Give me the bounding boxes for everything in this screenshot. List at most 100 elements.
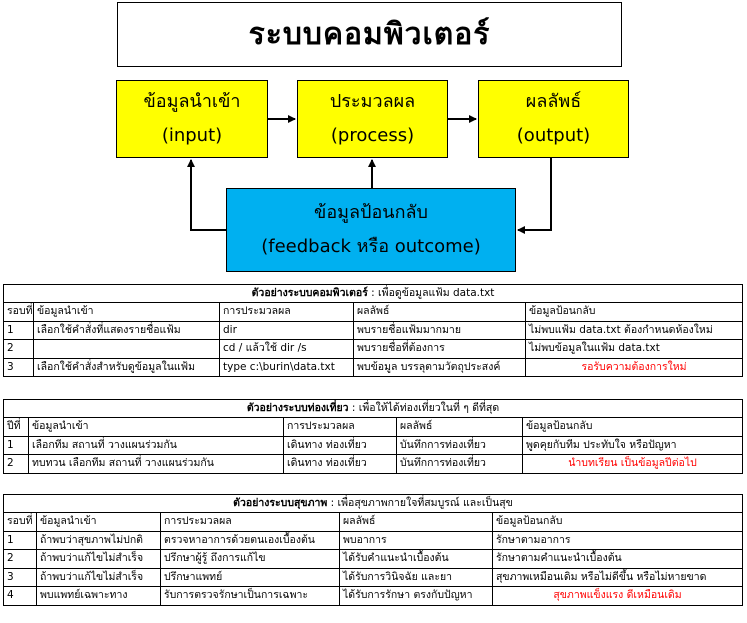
table-cell: ถ้าพบว่าแก้ไขไม่สำเร็จ	[36, 567, 161, 587]
table-caption-rest: : เพื่อดูข้อมูลแฟ้ม data.txt	[367, 287, 495, 299]
column-header: รอบที่	[3, 512, 37, 532]
table-cell: 3	[3, 357, 34, 377]
table-caption-bold: ตัวอย่างระบบคอมพิวเตอร์	[251, 287, 368, 299]
output-label: ผลลัพธ์	[525, 91, 582, 112]
table-cell: ไม่พบข้อมูลในแฟ้ม data.txt	[524, 339, 744, 359]
table-cell: ตรวจหาอาการด้วยตนเองเบื้องต้น	[160, 530, 340, 550]
column-header: ผลลัพธ์	[353, 302, 526, 322]
health-system-example-table: ตัวอย่างระบบสุขภาพ : เพื่อสุขภาพกายใจที่…	[2, 494, 744, 606]
table-cell: ทบทวน เลือกทีม สถานที่ วางแผนร่วมกัน	[28, 454, 284, 474]
table-header-row: ปีที่ข้อมูลนำเข้าการประมวลผลผลลัพธ์ข้อมู…	[3, 417, 744, 437]
table-caption-bold: ตัวอย่างระบบท่องเที่ยว	[246, 402, 349, 414]
table-cell: พบรายชื่อแฟ้มมากมาย	[353, 320, 526, 340]
table-caption: ตัวอย่างระบบสุขภาพ : เพื่อสุขภาพกายใจที่…	[2, 494, 744, 513]
table-caption-bold: ตัวอย่างระบบสุขภาพ	[233, 497, 328, 509]
table-cell: รับการตรวจรักษาเป็นการเฉพาะ	[160, 586, 340, 606]
table-cell: สุขภาพเหมือนเดิม หรือไม่ดีขึ้น หรือไม่หา…	[491, 567, 744, 587]
column-header: ข้อมูลป้อนกลับ	[491, 512, 744, 532]
table-cell: บันทึกการท่องเที่ยว	[396, 435, 523, 455]
travel-system-example-table: ตัวอย่างระบบท่องเที่ยว : เพื่อให้ได้ท่อง…	[2, 399, 744, 474]
output-box: ผลลัพธ์ (output)	[478, 80, 629, 158]
table-cell: บันทึกการท่องเที่ยว	[396, 454, 523, 474]
column-header: ข้อมูลป้อนกลับ	[521, 417, 744, 437]
table-header-row: รอบที่ข้อมูลนำเข้าการประมวลผลผลลัพธ์ข้อม…	[3, 512, 744, 532]
column-header: ข้อมูลนำเข้า	[33, 302, 220, 322]
table-cell: 1	[3, 530, 37, 550]
column-header: การประมวลผล	[219, 302, 354, 322]
table-cell: พบรายชื่อที่ต้องการ	[353, 339, 526, 359]
table-cell: รักษาตามอาการ	[491, 530, 744, 550]
table-cell: พบข้อมูล บรรลุตามวัตถุประสงค์	[353, 357, 526, 377]
table-cell: รักษาตามคำแนะนำเบื้องต้น	[491, 549, 744, 569]
table-cell: พบอาการ	[339, 530, 493, 550]
table-caption: ตัวอย่างระบบท่องเที่ยว : เพื่อให้ได้ท่อง…	[2, 399, 744, 418]
column-header: ผลลัพธ์	[396, 417, 523, 437]
table-cell: เลือกทีม สถานที่ วางแผนร่วมกัน	[28, 435, 284, 455]
column-header: ข้อมูลนำเข้า	[36, 512, 161, 532]
table-caption: ตัวอย่างระบบคอมพิวเตอร์ : เพื่อดูข้อมูลแ…	[2, 284, 744, 303]
table-cell: 2	[3, 339, 34, 359]
flow-arrows	[187, 115, 552, 234]
table-cell: พบแพทย์เฉพาะทาง	[36, 586, 161, 606]
table-cell: สุขภาพแข็งแรง ดีเหมือนเดิม	[491, 586, 744, 606]
table-cell: นำบทเรียน เป็นข้อมูลปีต่อไป	[521, 454, 744, 474]
input-box: ข้อมูลนำเข้า (input)	[116, 80, 268, 158]
output-label-en: (output)	[516, 125, 591, 146]
table-cell: 2	[3, 454, 29, 474]
table-caption-row: ตัวอย่างระบบท่องเที่ยว : เพื่อให้ได้ท่อง…	[2, 399, 744, 418]
table-cell: 3	[3, 567, 37, 587]
feedback-box: ข้อมูลป้อนกลับ (feedback หรือ outcome)	[226, 188, 516, 272]
table-cell: ได้รับการรักษา ตรงกับปัญหา	[339, 586, 493, 606]
arrow-feedback-to-input	[187, 159, 226, 231]
column-header: รอบที่	[3, 302, 34, 322]
table-cell: ได้รับการวินิจฉัย และยา	[339, 567, 493, 587]
diagram-title: ระบบคอมพิวเตอร์	[248, 17, 491, 52]
table-cell: เดินทาง ท่องเที่ยว	[283, 435, 397, 455]
table-cell: ไม่พบแฟ้ม data.txt ต้องกำหนดห้องใหม่	[524, 320, 744, 340]
table-header-row: รอบที่ข้อมูลนำเข้าการประมวลผลผลลัพธ์ข้อม…	[3, 302, 744, 322]
column-header: การประมวลผล	[160, 512, 340, 532]
table-cell: ถ้าพบว่าแก้ไขไม่สำเร็จ	[36, 549, 161, 569]
table-cell: เลือกใช้คำสั่งที่แสดงรายชื่อแฟ้ม	[33, 320, 220, 340]
column-header: ผลลัพธ์	[339, 512, 493, 532]
table-cell	[33, 339, 220, 359]
feedback-label-en: (feedback หรือ outcome)	[261, 236, 481, 257]
diagram-title-box: ระบบคอมพิวเตอร์	[117, 2, 622, 67]
column-header: ปีที่	[3, 417, 29, 437]
table-cell: type c:\burin\data.txt	[219, 357, 354, 377]
table-cell: ปรึกษาแพทย์	[160, 567, 340, 587]
table-cell: 1	[3, 435, 29, 455]
table-caption-rest: : เพื่อสุขภาพกายใจที่สมบูรณ์ และเป็นสุข	[327, 497, 513, 509]
input-label-en: (input)	[161, 125, 223, 146]
table-cell: ปรึกษาผู้รู้ ถึงการแก้ไข	[160, 549, 340, 569]
table-caption-rest: : เพื่อให้ได้ท่องเที่ยวในที่ ๆ ดีที่สุด	[348, 402, 500, 414]
table-cell: cd / แล้วใช้ dir /s	[219, 339, 354, 359]
column-header: ข้อมูลนำเข้า	[28, 417, 284, 437]
table-caption-row: ตัวอย่างระบบสุขภาพ : เพื่อสุขภาพกายใจที่…	[2, 494, 744, 513]
table-cell: dir	[219, 320, 354, 340]
table-cell: ถ้าพบว่าสุขภาพไม่ปกติ	[36, 530, 161, 550]
process-label-en: (process)	[330, 125, 415, 146]
table-caption-row: ตัวอย่างระบบคอมพิวเตอร์ : เพื่อดูข้อมูลแ…	[2, 284, 744, 303]
table-cell: 1	[3, 320, 34, 340]
process-box: ประมวลผล (process)	[297, 80, 448, 158]
table-cell: เลือกใช้คำสั่งสำหรับดูข้อมูลในแฟ้ม	[33, 357, 220, 377]
table-cell: พูดคุยกับทีม ประทับใจ หรือปัญหา	[521, 435, 744, 455]
table-cell: 2	[3, 549, 37, 569]
arrow-output-to-feedback	[517, 158, 552, 234]
column-header: ข้อมูลป้อนกลับ	[524, 302, 744, 322]
table-cell: รอรับความต้องการใหม่	[524, 357, 744, 377]
computer-system-example-table: ตัวอย่างระบบคอมพิวเตอร์ : เพื่อดูข้อมูลแ…	[2, 284, 744, 377]
feedback-label: ข้อมูลป้อนกลับ	[314, 202, 428, 223]
table-cell: เดินทาง ท่องเที่ยว	[283, 454, 397, 474]
input-label: ข้อมูลนำเข้า	[143, 91, 241, 112]
